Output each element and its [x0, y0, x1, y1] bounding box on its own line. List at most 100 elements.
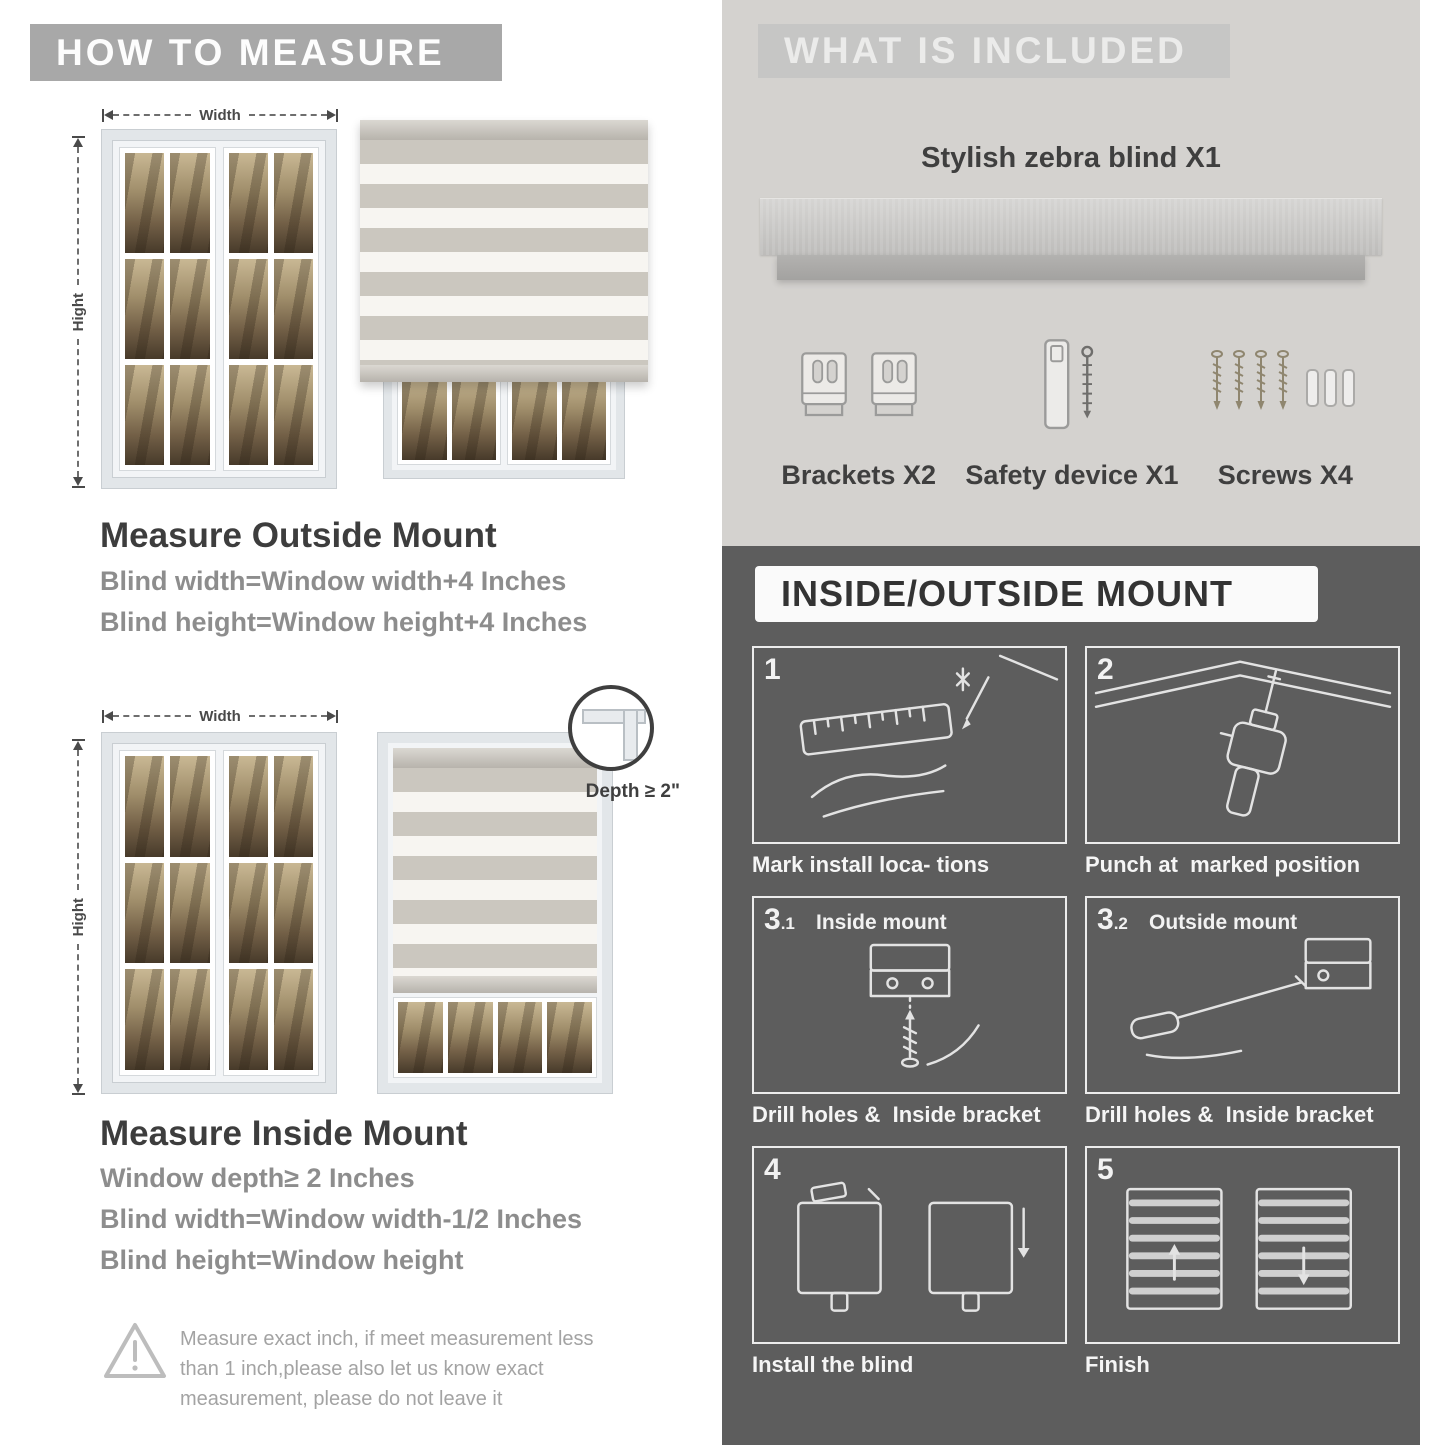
window-sash — [222, 750, 319, 1076]
finish-blinds-art — [1126, 1187, 1352, 1310]
window-sash — [222, 147, 319, 471]
window-pane — [273, 969, 313, 1070]
window-pane — [447, 1002, 493, 1073]
outside-formula-height: Blind height=Window height+4 Inches — [100, 607, 588, 637]
brackets-label: Brackets X2 — [781, 460, 936, 490]
step-number: 3.1 — [764, 903, 795, 936]
arrow-line — [248, 114, 328, 116]
inside-formula-width: Blind width=Window width-1/2 Inches — [100, 1204, 583, 1234]
arrow-tick — [336, 108, 339, 122]
arrow-up-icon — [73, 138, 83, 147]
window-pane — [125, 862, 165, 964]
window-sash — [119, 147, 216, 471]
step-caption: Drill holes & Inside bracket — [752, 1102, 1041, 1127]
step-label: Outside mount — [1149, 911, 1298, 934]
height-arrow: Hight — [69, 739, 87, 1096]
depth-zoom-icon — [568, 685, 654, 771]
arrow-line — [248, 715, 328, 717]
safety-device-art — [1044, 339, 1094, 430]
step-number: 1 — [764, 653, 781, 686]
width-arrow: Width — [102, 708, 339, 725]
window-sash — [119, 750, 216, 1076]
step-3-1-panel: 3.1 Inside mount — [752, 896, 1067, 1094]
step-number: 4 — [764, 1153, 781, 1186]
bracket-icon — [870, 352, 917, 417]
note-line: measurement, please do not leave it — [180, 1388, 503, 1410]
height-label: Hight — [69, 897, 87, 937]
window-pane — [228, 365, 268, 465]
window-pane — [451, 376, 496, 460]
window-pane — [170, 969, 210, 1070]
arrow-tick — [71, 739, 85, 741]
product-label: Stylish zebra blind X1 — [921, 142, 1221, 174]
included-item-brackets: Brackets X2 — [752, 322, 965, 491]
height-arrow: Hight — [70, 136, 87, 489]
arrow-right-icon — [327, 110, 337, 120]
screws-art — [1211, 350, 1356, 411]
step-number: 3.2 — [1097, 903, 1128, 936]
inside-formula-height: Blind height=Window height — [100, 1245, 464, 1275]
window-pane — [273, 862, 313, 964]
window-pane — [561, 376, 606, 460]
arrow-line — [113, 715, 192, 717]
mount-header: INSIDE/OUTSIDE MOUNT — [755, 566, 1318, 622]
window-pane — [170, 756, 210, 857]
width-label: Width — [199, 106, 241, 124]
included-item-screws: Screws X4 — [1179, 322, 1392, 491]
step-1: 1 — [752, 646, 1067, 878]
step-5-panel: 5 — [1085, 1146, 1400, 1344]
what-is-included-section: WHAT IS INCLUDED Stylish zebra blind X1 — [722, 0, 1420, 546]
window-pane — [228, 259, 268, 359]
zebra-blind-headrail-art — [760, 198, 1382, 280]
blind-bottomrail — [393, 976, 597, 993]
included-item-safety-device: Safety device X1 — [965, 322, 1179, 491]
warning-icon — [104, 1323, 166, 1378]
outside-mount-title: Measure Outside Mount — [100, 516, 497, 555]
brackets-icon — [752, 322, 965, 450]
step-3-1: 3.1 Inside mount — [752, 896, 1067, 1128]
step-2-panel: 2 — [1085, 646, 1400, 844]
window-panes-below-blind — [393, 997, 597, 1078]
step-caption: Mark install loca- tions — [752, 852, 990, 877]
included-items: Brackets X2 Safety device — [752, 322, 1392, 491]
screws-label: Screws X4 — [1217, 460, 1353, 490]
step-1-panel: 1 — [752, 646, 1067, 844]
screws-icon — [1179, 322, 1392, 450]
step-caption: Punch at marked position — [1085, 852, 1361, 877]
arrow-tick — [102, 108, 104, 122]
window-pane — [402, 376, 447, 460]
measure-note: Measure exact inch, if meet measurement … — [180, 1324, 594, 1414]
zebra-blind-outside-illustration — [360, 120, 648, 478]
blind-stripes — [360, 140, 648, 365]
window-pane — [170, 153, 210, 253]
outside-bracket-art — [1130, 937, 1372, 1060]
window-pane — [398, 1002, 443, 1073]
zebra-blind-inside-illustration — [378, 733, 612, 1093]
window-pane — [228, 862, 268, 964]
arrow-line — [113, 114, 192, 116]
arrow-up-icon — [73, 741, 83, 750]
install-blind-art — [797, 1181, 1030, 1312]
blind-headrail — [360, 120, 648, 140]
step-2: 2 — [1085, 646, 1400, 878]
inside-mount-title: Measure Inside Mount — [100, 1114, 468, 1153]
step-4: 4 In — [752, 1146, 1067, 1378]
drill-art — [1094, 660, 1392, 817]
arrow-right-icon — [327, 711, 337, 721]
width-arrow: Width — [102, 106, 339, 124]
arrow-down-icon — [73, 477, 83, 487]
arrow-tick — [71, 1093, 85, 1096]
window-corner-vertical — [623, 709, 638, 761]
window-pane — [170, 365, 210, 465]
window-illustration — [102, 130, 336, 488]
arrow-left-icon — [104, 711, 113, 721]
step-3-2-panel: 3.2 Outside mount — [1085, 896, 1400, 1094]
window-pane — [512, 376, 557, 460]
window-pane — [228, 153, 268, 253]
window-pane — [547, 1002, 592, 1073]
step-caption: Install the blind — [752, 1352, 914, 1377]
arrow-line — [77, 339, 79, 478]
safety-device-label: Safety device X1 — [965, 460, 1179, 490]
window-pane — [170, 862, 210, 964]
step-4-panel: 4 — [752, 1146, 1067, 1344]
